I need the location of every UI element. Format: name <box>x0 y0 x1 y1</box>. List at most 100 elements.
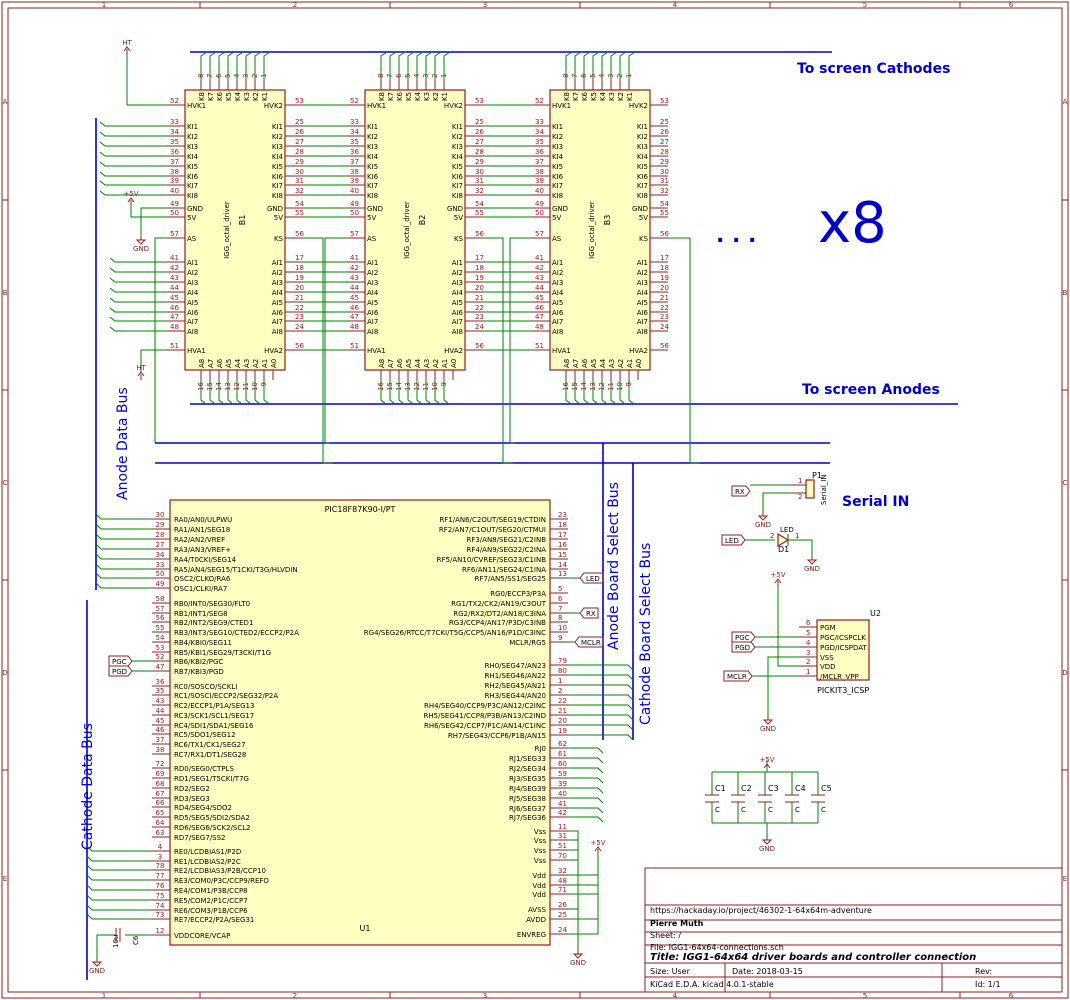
pin-number: 23 <box>558 511 567 519</box>
pin-label: RJ5/SEG38 <box>509 795 546 803</box>
pin-number: 40 <box>535 187 544 195</box>
pin-number: 56 <box>156 614 165 622</box>
anode-select-wire <box>568 777 604 784</box>
pin-label: K8 <box>378 92 386 101</box>
pin-label: A2 <box>432 359 440 368</box>
pin-number: 49 <box>350 200 359 208</box>
cathode-select-wire <box>568 714 634 721</box>
pin-label: A4 <box>414 358 422 368</box>
pin-label: RA5/AN4/SEG15/T1CKI/T3G/HLVDIN <box>174 566 298 574</box>
pin-label: KI2 <box>452 133 463 141</box>
pin-label: RC2/ECCP1/P1A/SEG13 <box>174 702 254 710</box>
as-wire <box>509 237 532 444</box>
pin-label: K7 <box>207 92 215 101</box>
pin-number: 8 <box>197 74 205 78</box>
pin-label: AI1 <box>552 259 563 267</box>
title-file: File: IGG1-64x64-connections.sch <box>650 943 784 952</box>
anode-wire <box>407 380 414 405</box>
net-label-mclr <box>723 670 753 682</box>
pin-number: 57 <box>170 230 179 238</box>
pin-label: AI7 <box>552 318 563 326</box>
anode-data-wire <box>109 316 167 322</box>
title-rev: Rev: <box>975 967 992 976</box>
mcu-body <box>169 499 551 946</box>
power-arrow <box>137 371 145 377</box>
pin-label: KI3 <box>552 143 563 151</box>
net-label-text: MCLR <box>581 639 601 647</box>
cathode-wire <box>236 51 244 80</box>
net-label-rx <box>579 607 599 619</box>
pin-label: K4 <box>414 91 422 101</box>
pin-label: AI5 <box>637 299 648 307</box>
pin-number: 39 <box>350 177 359 185</box>
cathode-wire <box>443 51 451 80</box>
pin-label: KI8 <box>272 192 283 200</box>
pin-label: RC3/SCK1/SCL1/SEG17 <box>174 712 254 720</box>
pin-number: 30 <box>475 168 484 176</box>
pin-number: 48 <box>535 323 544 331</box>
pin-number: 44 <box>156 707 165 715</box>
anode-wire <box>254 380 261 405</box>
pin-number: 48 <box>350 323 359 331</box>
pin-label: AI8 <box>367 328 378 336</box>
pin-number: 35 <box>170 138 179 146</box>
pin-label: MCLR/RG5 <box>509 639 546 647</box>
pin-label: RC5/SDO1/SEG12 <box>174 731 236 739</box>
pin-number: 17 <box>295 254 304 262</box>
pin-number: 23 <box>660 313 669 321</box>
pin-number: 26 <box>475 128 484 136</box>
pin-label: AI6 <box>637 309 649 317</box>
net-label-rx <box>731 485 751 497</box>
pin-label: RJ6/SEG37 <box>509 805 546 813</box>
pin-label: HVK2 <box>629 102 648 110</box>
pin-label: KI5 <box>367 163 378 171</box>
pin-number: 19 <box>295 274 304 282</box>
driver-part-name: IGG_octal_driver <box>403 201 411 259</box>
pin-label: AI1 <box>272 259 283 267</box>
pin-label: K1 <box>626 92 634 101</box>
anodes-label: To screen Anodes <box>802 382 940 398</box>
pin-number: 11 <box>242 382 250 391</box>
vdd-wire <box>568 855 599 876</box>
pin-number: 55 <box>295 209 304 217</box>
pin-number: 20 <box>660 284 669 292</box>
pin-label: A7 <box>387 359 395 368</box>
pin-number: 54 <box>660 200 669 208</box>
anode-data-wire <box>95 553 152 560</box>
cathodes-label: To screen Cathodes <box>797 61 950 77</box>
pin-number: 53 <box>295 97 304 105</box>
pin-number: 45 <box>350 294 359 302</box>
pin-label: RF4/AN9/SEG22/C2INA <box>466 546 546 554</box>
pin-number: 38 <box>535 168 544 176</box>
pin-label: GND <box>367 205 383 213</box>
pin-number: 33 <box>350 118 359 126</box>
pin-number: 50 <box>535 209 544 217</box>
pin-number: 18 <box>558 521 567 529</box>
pin-label: A6 <box>581 358 589 368</box>
pin-label: KI4 <box>637 153 649 161</box>
pin-label: K2 <box>432 92 440 101</box>
pin-number: 7 <box>558 605 562 613</box>
frame-col-label: 2 <box>293 1 297 9</box>
pin-number: 27 <box>156 541 165 549</box>
gnd-symbol <box>135 239 147 245</box>
led-symbol <box>777 532 790 548</box>
pin-label: RJ3/SEG35 <box>509 775 546 783</box>
pin-number: 52 <box>535 97 544 105</box>
pin-number: 50 <box>170 209 179 217</box>
pin-label: A2 <box>252 359 260 368</box>
pin-number: 9 <box>260 382 268 386</box>
pin-number: 44 <box>170 284 179 292</box>
serial-ref: P1 <box>812 471 822 480</box>
cathode-wire <box>218 51 226 80</box>
anode-wire <box>619 380 626 405</box>
net-label-led <box>579 572 604 584</box>
pin-number: 2 <box>798 493 802 501</box>
frame-inner <box>7 7 1063 993</box>
pin-label: AS <box>367 235 377 243</box>
driver-ref: B1 <box>238 215 247 226</box>
pin-number: 59 <box>558 770 567 778</box>
anode-data-wire <box>95 533 152 540</box>
anode-select-wire <box>568 747 604 754</box>
pin-number: 11 <box>558 823 567 831</box>
